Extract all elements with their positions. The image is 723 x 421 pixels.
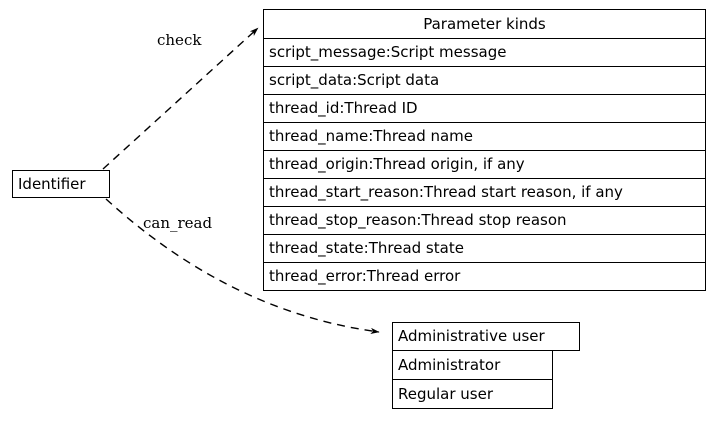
edge-label-can-read: can_read (143, 214, 213, 232)
table-row[interactable]: thread_name:Thread name (263, 122, 706, 151)
table-row[interactable]: thread_origin:Thread origin, if any (263, 150, 706, 179)
table-row[interactable]: Regular user (392, 379, 553, 409)
node-administrative-user: Administrative user Administrator Regula… (392, 322, 580, 409)
table-row[interactable]: thread_id:Thread ID (263, 94, 706, 123)
table-row[interactable]: thread_state:Thread state (263, 234, 706, 263)
edge-check-line (102, 27, 259, 170)
administrative-user-title: Administrative user (392, 322, 580, 351)
table-row[interactable]: thread_stop_reason:Thread stop reason (263, 206, 706, 235)
table-row[interactable]: Administrator (392, 350, 553, 380)
node-identifier[interactable]: Identifier (12, 170, 110, 198)
table-row[interactable]: thread_start_reason:Thread start reason,… (263, 178, 706, 207)
node-parameter-kinds: Parameter kinds script_message:Script me… (263, 9, 706, 291)
table-row[interactable]: script_message:Script message (263, 38, 706, 67)
table-row[interactable]: script_data:Script data (263, 66, 706, 95)
table-row[interactable]: thread_error:Thread error (263, 262, 706, 291)
edge-label-check: check (157, 31, 202, 49)
parameter-kinds-title: Parameter kinds (263, 9, 706, 39)
